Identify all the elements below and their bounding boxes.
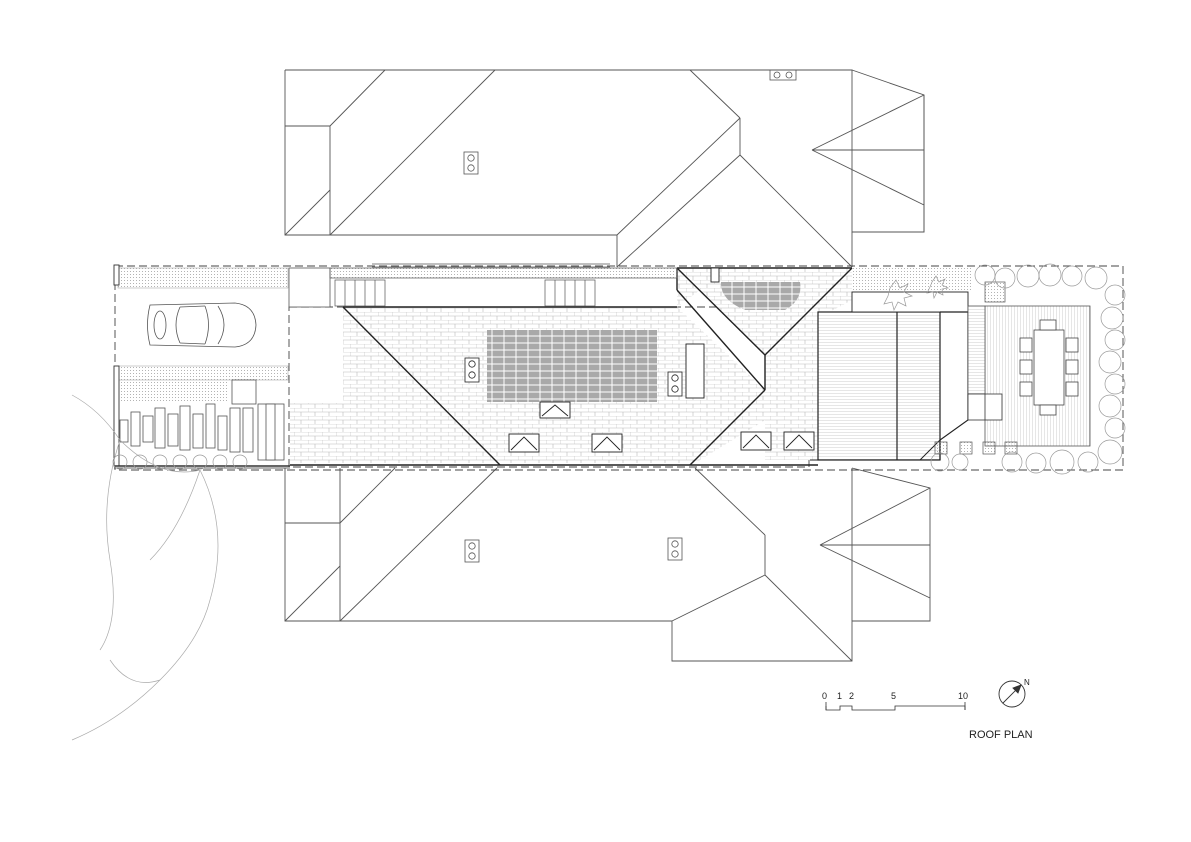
scale-label-1: 1 xyxy=(837,691,842,701)
car-icon xyxy=(147,302,257,348)
drawing-title: ROOF PLAN xyxy=(969,729,1033,741)
neighbour-roof-south xyxy=(284,467,931,662)
boundary-strip-north xyxy=(329,263,678,307)
vent-icon xyxy=(463,69,797,175)
north-arrow-icon xyxy=(998,680,1026,708)
scale-label-0: 0 xyxy=(822,691,827,701)
scale-label-10: 10 xyxy=(958,691,968,701)
solar-panel-array xyxy=(487,282,801,402)
roof-ridges xyxy=(290,267,853,466)
rear-extension-roof xyxy=(810,291,969,461)
street-tree xyxy=(71,394,219,741)
scale-label-2: 2 xyxy=(849,691,854,701)
scale-label-5: 5 xyxy=(891,691,896,701)
shrubs xyxy=(112,263,1126,475)
vent-icon xyxy=(464,357,683,397)
front-garden xyxy=(113,264,331,469)
scale-bar xyxy=(825,702,966,711)
neighbour-roof-north xyxy=(284,69,925,268)
dining-table-icon xyxy=(1019,319,1079,416)
stepping-stones xyxy=(119,379,285,461)
north-label: N xyxy=(1024,678,1030,687)
skylight-icon xyxy=(508,267,815,453)
vent-icon xyxy=(464,537,683,563)
